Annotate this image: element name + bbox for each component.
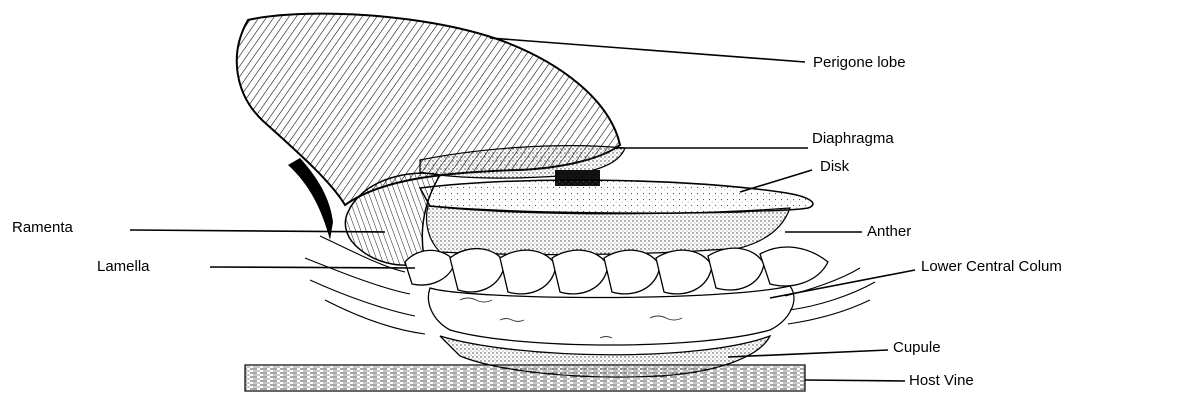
label-anther: Anther <box>867 223 911 241</box>
label-perigone-lobe: Perigone lobe <box>813 54 906 72</box>
disk <box>420 180 813 213</box>
host-vine <box>245 365 805 391</box>
label-ramenta: Ramenta <box>12 219 73 237</box>
label-host-vine: Host Vine <box>909 372 974 390</box>
lamellae-row <box>405 247 828 294</box>
label-cupule: Cupule <box>893 339 941 357</box>
leader-lamella <box>210 267 415 268</box>
leader-host-vine <box>805 380 905 381</box>
anther-band <box>427 206 791 255</box>
label-disk: Disk <box>820 158 849 176</box>
label-diaphragma: Diaphragma <box>812 130 894 148</box>
label-lower-central-column: Lower Central Colum <box>921 258 1062 276</box>
label-lamella: Lamella <box>97 258 150 276</box>
leader-disk <box>740 170 812 192</box>
